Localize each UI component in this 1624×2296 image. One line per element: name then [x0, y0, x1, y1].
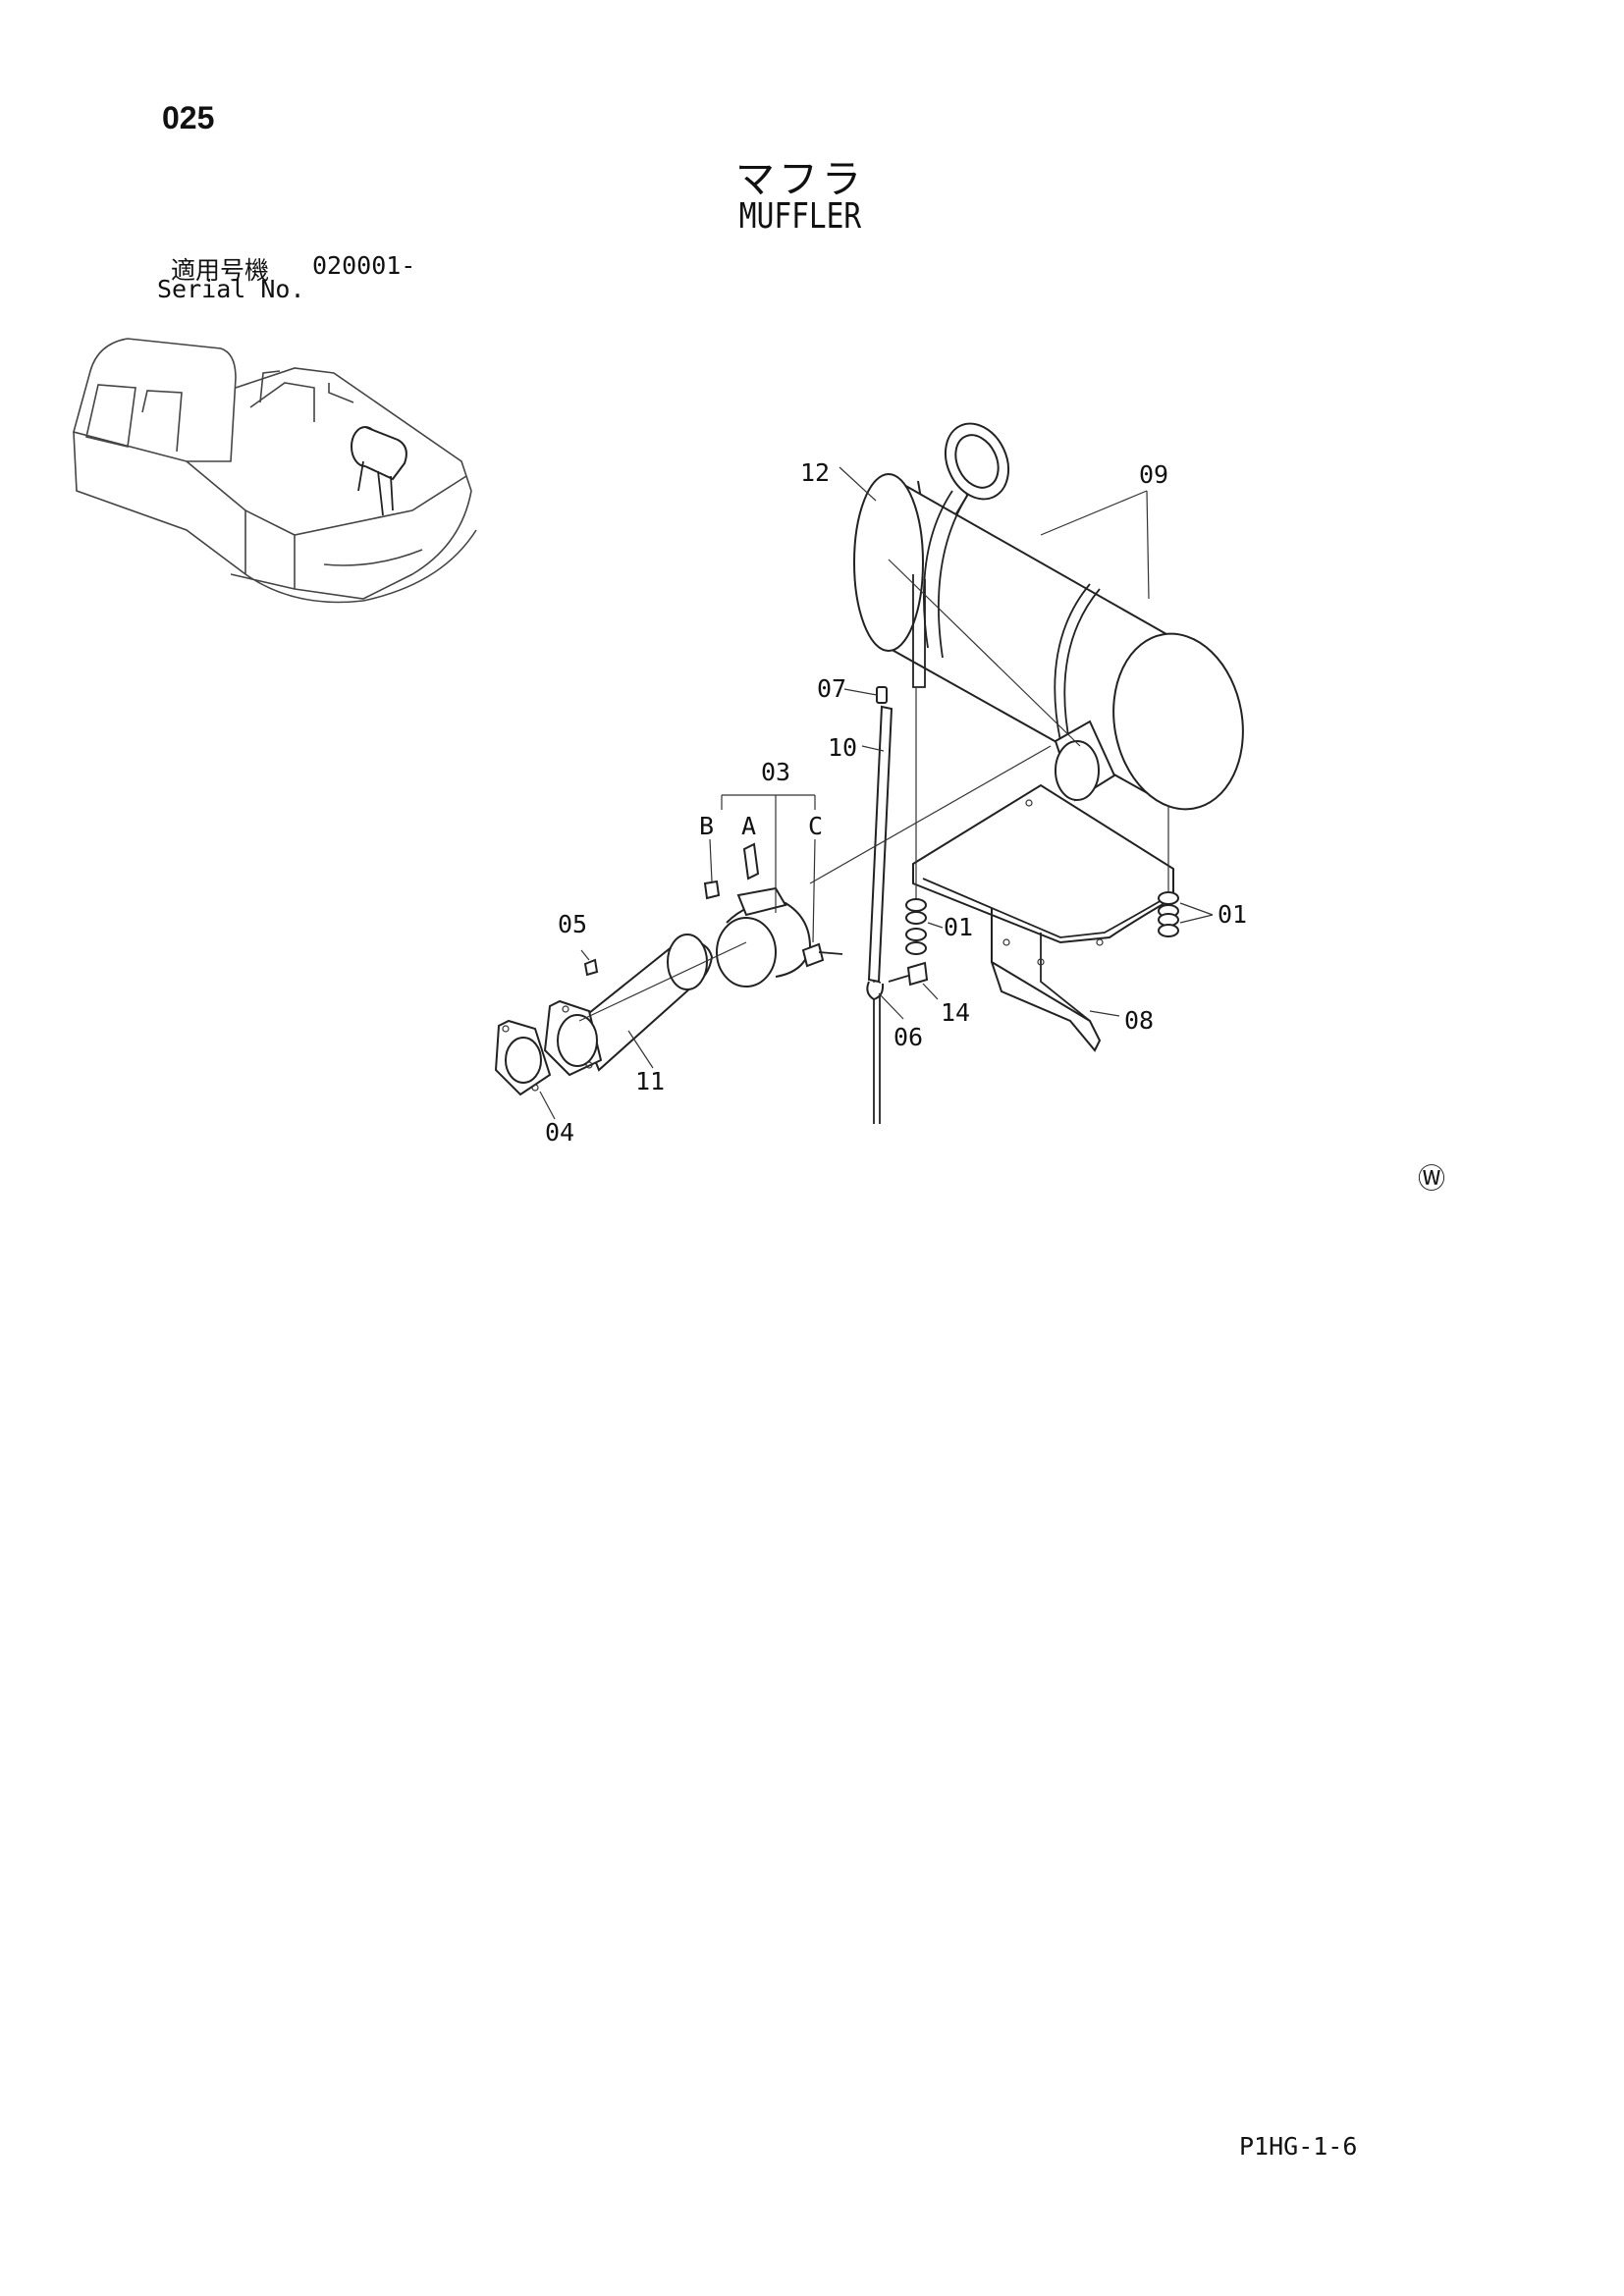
- callout-07: 07: [817, 674, 846, 703]
- leader-lines: [539, 466, 1214, 1120]
- callout-B: B: [699, 812, 714, 840]
- flange-gaskets: [494, 999, 603, 1096]
- callout-A: A: [741, 812, 756, 840]
- callout-05: 05: [558, 910, 587, 938]
- callout-12: 12: [800, 458, 830, 487]
- callout-10: 10: [828, 733, 857, 762]
- nut-washers: [905, 891, 1179, 955]
- page-number: 025: [162, 100, 215, 135]
- callout-C: C: [808, 812, 823, 840]
- callout-01-left: 01: [944, 913, 973, 941]
- callout-01-right: 01: [1218, 900, 1247, 929]
- muffler-bracket: [912, 783, 1174, 1052]
- pipe-clamp: [703, 842, 843, 988]
- document-code: P1HG-1-6: [1239, 2132, 1358, 2161]
- callout-08: 08: [1124, 1006, 1154, 1035]
- page-title: MUFFLER: [738, 196, 862, 237]
- callout-labels: 12 09 07 10 03 B A C 05 01 01 14 06 08 1…: [545, 458, 1247, 1147]
- callout-09: 09: [1139, 460, 1168, 489]
- gasket-nut: [583, 958, 599, 977]
- w-mark-icon: Ⓦ: [1418, 1162, 1445, 1195]
- callout-14: 14: [941, 998, 970, 1027]
- muffler-assembly: [853, 422, 1244, 811]
- serial-label: Serial No.: [157, 275, 305, 303]
- bolt: [888, 961, 929, 987]
- callout-03: 03: [761, 758, 790, 786]
- callout-11: 11: [635, 1067, 665, 1095]
- page-title-japanese: マフラ: [735, 157, 865, 202]
- callout-06: 06: [893, 1023, 923, 1051]
- callout-04: 04: [545, 1118, 574, 1147]
- excavator-location-thumbnail: [73, 338, 477, 604]
- serial-number-value: 020001-: [312, 251, 416, 280]
- serial-label-japanese: 適用号機: [171, 256, 270, 285]
- w-mark-symbol: Ⓦ: [1418, 1162, 1445, 1195]
- support-rod: [866, 686, 893, 1124]
